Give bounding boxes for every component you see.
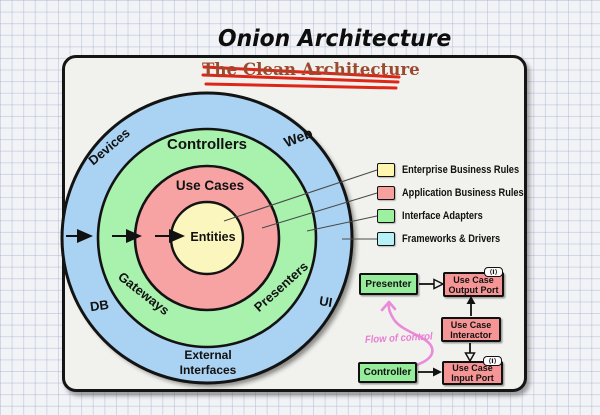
input-port-line2: Input Port bbox=[451, 373, 494, 383]
label-external-line2: Interfaces bbox=[180, 363, 237, 377]
legend-item-application: Application Business Rules bbox=[377, 186, 547, 200]
legend-item-adapters: Interface Adapters bbox=[377, 209, 498, 223]
controller-box: Controller bbox=[358, 362, 417, 383]
legend-swatch-cyan bbox=[377, 232, 395, 246]
legend-label: Interface Adapters bbox=[402, 210, 483, 222]
label-controllers: Controllers bbox=[167, 136, 247, 153]
legend-label: Frameworks & Drivers bbox=[402, 233, 501, 245]
label-db: DB bbox=[89, 297, 110, 314]
legend-swatch-yellow bbox=[377, 163, 395, 177]
strikethrough-scribble bbox=[201, 65, 401, 90]
controller-label: Controller bbox=[363, 367, 412, 378]
label-external-line1: External bbox=[184, 348, 231, 362]
legend-label: Enterprise Business Rules bbox=[402, 164, 520, 176]
use-case-output-port-box: Use Case Output Port bbox=[443, 272, 504, 297]
interface-badge-icon: ⟨I⟩ bbox=[483, 356, 502, 366]
label-use-cases: Use Cases bbox=[176, 178, 244, 193]
label-entities: Entities bbox=[190, 230, 235, 244]
output-port-line1: Use Case bbox=[453, 274, 494, 285]
flow-of-control-arrow bbox=[380, 300, 434, 373]
output-port-line2: Output Port bbox=[448, 284, 499, 295]
legend-connector-lines bbox=[223, 169, 378, 240]
legend-label: Application Business Rules bbox=[402, 187, 524, 199]
label-ui: UI bbox=[318, 293, 333, 310]
struck-subtitle: The Clean Architecture bbox=[202, 60, 420, 80]
presenter-label: Presenter bbox=[365, 278, 412, 290]
legend-swatch-green bbox=[377, 209, 395, 223]
presenter-box: Presenter bbox=[359, 273, 418, 295]
page-title: Onion Architecture bbox=[218, 26, 452, 52]
use-case-input-port-box: Use Case Input Port bbox=[442, 361, 503, 385]
interactor-line1: Use Case bbox=[450, 319, 492, 330]
use-case-interactor-box: Use Case Interactor bbox=[441, 317, 501, 342]
interactor-line2: Interactor bbox=[450, 329, 492, 340]
input-port-line1: Use Case bbox=[452, 363, 493, 373]
flow-arrows bbox=[418, 278, 476, 377]
legend-swatch-pink bbox=[377, 186, 395, 200]
legend-item-enterprise: Enterprise Business Rules bbox=[377, 163, 541, 177]
legend-item-frameworks: Frameworks & Drivers bbox=[377, 232, 519, 246]
interface-badge-icon: ⟨I⟩ bbox=[484, 267, 503, 277]
